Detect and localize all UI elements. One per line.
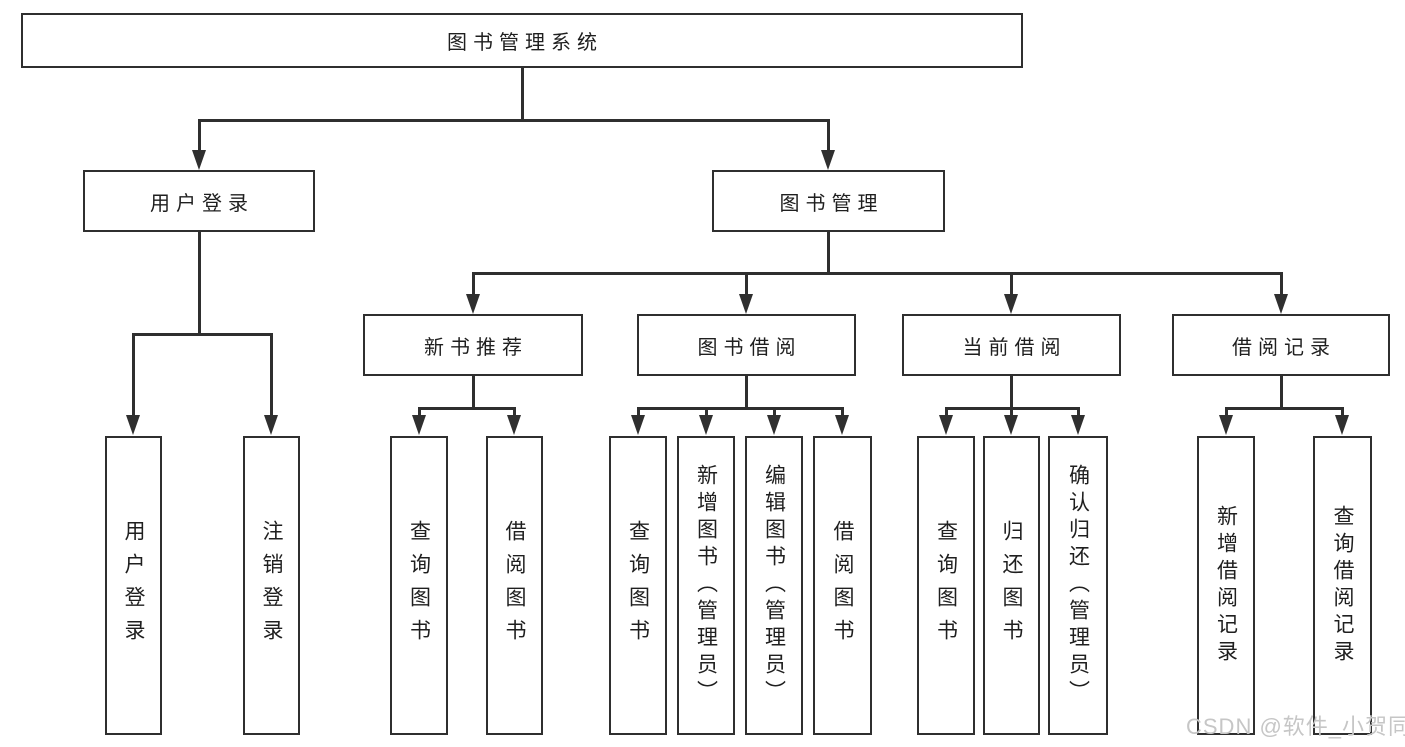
connector-to-user-login [198,119,201,153]
connector-leaf-stem [841,407,844,419]
leaf-borrow-book-1: 借阅图书 [486,436,543,735]
connector-leaf-stem [945,407,948,419]
arrowhead-down-icon [1335,415,1349,435]
connector-borrowing-records-stem [1280,376,1283,409]
arrowhead-down-icon [1071,415,1085,435]
connector-to-leaf-user-login [132,333,135,417]
connector-to-leaf-logout [270,333,273,417]
connector-leaf-stem [637,407,640,419]
node-label: 借阅图书 [831,519,854,652]
connector-leaf-stem [1225,407,1228,419]
connector-to-book-borrowing [745,272,748,296]
arrowhead-down-icon [739,294,753,314]
node-label: 编辑图书（管理员） [762,464,786,707]
node-label: 新增图书（管理员） [694,464,718,707]
connector-root-branch [198,119,830,122]
node-label: 查询图书 [934,519,958,652]
node-book-borrowing: 图书借阅 [637,314,856,376]
connector-leaf-stem [773,407,776,419]
arrowhead-down-icon [466,294,480,314]
leaf-query-book-1: 查询图书 [390,436,448,735]
connector-to-book-management [827,119,830,153]
node-label: 用户登录 [150,192,254,215]
leaf-confirm-return-admin: 确认归还（管理员） [1048,436,1108,735]
node-label: 查询借阅记录 [1331,504,1354,667]
node-label: 图书管理系统 [447,32,603,54]
arrowhead-down-icon [939,415,953,435]
watermark: CSDN @软件_小贺同学 [1186,714,1405,739]
arrowhead-down-icon [835,415,849,435]
arrowhead-down-icon [507,415,521,435]
node-label: 图书管理 [779,192,884,215]
node-current-borrowing: 当前借阅 [902,314,1121,376]
leaf-user-login: 用户登录 [105,436,162,735]
connector-new-book-recommend-branch [418,407,516,410]
node-library-management-system: 图书管理系统 [21,13,1023,68]
connector-leaf-stem [513,407,516,419]
connector-leaf-stem [1341,407,1344,419]
connector-to-current-borrowing [1010,272,1013,296]
node-label: 查询图书 [407,519,431,652]
connector-book-management-branch [472,272,1283,275]
arrowhead-down-icon [412,415,426,435]
connector-new-book-recommend-stem [472,376,475,409]
connector-borrowing-records-branch [1225,407,1344,410]
connector-user-login-stem [198,232,201,335]
connector-to-new-book-recommend [472,272,475,296]
leaf-query-book-2: 查询图书 [609,436,667,735]
arrowhead-down-icon [126,415,140,435]
arrowhead-down-icon [1219,415,1233,435]
leaf-borrow-book-2: 借阅图书 [813,436,872,735]
connector-leaf-stem [705,407,708,419]
node-label: 新增借阅记录 [1214,504,1238,667]
arrowhead-down-icon [192,150,206,170]
connector-book-borrowing-branch [637,407,844,410]
node-label: 用户登录 [122,519,145,652]
node-user-login: 用户登录 [83,170,315,232]
node-borrowing-records: 借阅记录 [1172,314,1390,376]
arrowhead-down-icon [631,415,645,435]
leaf-logout: 注销登录 [243,436,300,735]
arrowhead-down-icon [821,150,835,170]
connector-to-borrowing-records [1280,272,1283,296]
node-label: 借阅图书 [503,519,526,652]
arrowhead-down-icon [699,415,713,435]
leaf-return-book: 归还图书 [983,436,1040,735]
node-label: 借阅记录 [1232,336,1336,359]
arrowhead-down-icon [1274,294,1288,314]
node-new-book-recommend: 新书推荐 [363,314,583,376]
leaf-edit-book-admin: 编辑图书（管理员） [745,436,803,735]
connector-book-borrowing-stem [745,376,748,409]
connector-leaf-stem [1077,407,1080,419]
node-label: 查询图书 [626,519,650,652]
leaf-add-borrow-record: 新增借阅记录 [1197,436,1255,735]
connector-root-stem [521,68,524,121]
node-label: 确认归还（管理员） [1066,464,1090,707]
connector-leaf-stem [418,407,421,419]
leaf-query-book-3: 查询图书 [917,436,975,735]
leaf-add-book-admin: 新增图书（管理员） [677,436,735,735]
connector-user-login-branch [132,333,273,336]
node-label: 当前借阅 [962,336,1067,359]
node-label: 图书借阅 [697,336,802,359]
connector-current-borrowing-stem [1010,376,1013,409]
arrowhead-down-icon [1004,294,1018,314]
arrowhead-down-icon [767,415,781,435]
node-book-management: 图书管理 [712,170,945,232]
node-label: 新书推荐 [424,336,528,359]
arrowhead-down-icon [264,415,278,435]
connector-leaf-stem [1010,407,1013,419]
connector-book-management-stem [827,232,830,274]
arrowhead-down-icon [1004,415,1018,435]
node-label: 归还图书 [1000,519,1023,652]
node-label: 注销登录 [260,519,283,652]
leaf-query-borrow-record: 查询借阅记录 [1313,436,1372,735]
